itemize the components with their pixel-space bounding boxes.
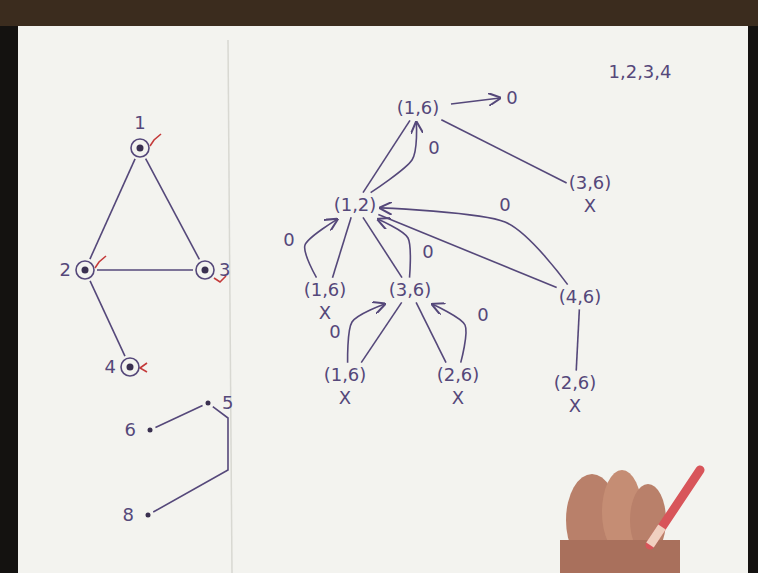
ring-center <box>206 401 211 406</box>
node-label: (1,6) <box>397 98 440 119</box>
node-label: 4 <box>105 357 116 378</box>
tree-node: (3,6)X <box>569 173 612 217</box>
connector-line <box>416 302 446 362</box>
ring-center <box>202 267 209 274</box>
wooden-top-edge <box>0 0 758 26</box>
tree-node: (2,6)X <box>437 365 480 409</box>
connector-line <box>146 159 200 260</box>
return-arrow <box>380 208 567 285</box>
connector-line <box>90 281 125 356</box>
ring-outline <box>131 139 149 157</box>
connector-line <box>97 269 193 271</box>
tree-node: (2,6)X <box>554 373 597 417</box>
return-arrow <box>378 219 410 277</box>
return-value: 0 <box>281 230 296 251</box>
ring-outline <box>196 261 214 279</box>
node-label: 2 <box>60 260 71 281</box>
return-value: 0 <box>327 322 342 343</box>
node-label: (3,6) <box>389 280 432 301</box>
node-label: (2,6) <box>554 373 597 394</box>
ring-center <box>137 145 144 152</box>
leader-arrow <box>451 98 500 104</box>
connector-line <box>363 217 402 277</box>
paper-fold <box>228 40 232 573</box>
vertex-ring <box>129 137 151 159</box>
graph-point: 5 <box>197 392 233 414</box>
ring-center <box>146 513 151 518</box>
node-label: (4,6) <box>559 287 602 308</box>
return-value: 0 <box>420 242 435 263</box>
hand-figure <box>560 470 700 573</box>
return-value: 0 <box>475 305 490 326</box>
node-label: (1,2) <box>334 195 377 216</box>
node-label: 6 <box>125 420 136 441</box>
vertex-ring <box>194 259 216 281</box>
paper-sheet <box>18 26 748 573</box>
tree-node: (1,6)X <box>304 280 347 324</box>
graph-vertex: 1 <box>129 113 151 159</box>
graph-vertex: 4 <box>105 356 141 378</box>
node-label: 8 <box>123 505 134 526</box>
pruned-mark: X <box>584 196 596 217</box>
connector-line <box>153 407 228 512</box>
node-label: 5 <box>222 393 233 414</box>
vertex-list: 1,2,3,4 <box>609 62 672 83</box>
vertex-ring <box>119 356 141 378</box>
pen-grip <box>650 527 662 545</box>
node-label: 3 <box>219 260 230 281</box>
graph-point: 8 <box>123 504 159 526</box>
graph-point: 6 <box>125 419 161 441</box>
ring-center <box>148 428 153 433</box>
connector-line <box>441 120 566 183</box>
node-label: (1,6) <box>324 365 367 386</box>
vertex-ring <box>74 259 96 281</box>
check-mark <box>150 134 161 146</box>
ring-outline <box>76 261 94 279</box>
vertex-dot <box>139 419 161 441</box>
node-label: 1 <box>134 113 145 134</box>
node-label: (2,6) <box>437 365 480 386</box>
return-arrow <box>305 219 337 277</box>
connector-line <box>378 215 556 288</box>
vertex-dot <box>197 392 219 414</box>
return-arrow <box>371 122 417 192</box>
graph-vertex: 2 <box>60 259 96 281</box>
pruned-mark: X <box>569 396 581 417</box>
return-arrow <box>348 304 385 363</box>
node-label: (3,6) <box>569 173 612 194</box>
pruned-mark: X <box>452 388 464 409</box>
pen <box>650 470 700 545</box>
check-mark <box>95 256 106 268</box>
connector-line <box>90 159 135 259</box>
result-value: 0 <box>506 88 517 109</box>
return-value: 0 <box>426 138 441 159</box>
tree-node: (4,6) <box>559 287 602 308</box>
check-mark <box>140 363 147 372</box>
tree-node: (1,6)X <box>324 365 367 409</box>
ring-center <box>127 364 134 371</box>
connector-line <box>576 309 579 370</box>
graph-vertex: 3 <box>194 259 230 281</box>
tree-node: (3,6) <box>389 280 432 301</box>
connector-line <box>332 217 351 277</box>
palm <box>560 540 680 573</box>
return-value: 0 <box>497 195 512 216</box>
ring-center <box>82 267 89 274</box>
pruned-mark: X <box>339 388 351 409</box>
tree-node: (1,6) <box>397 98 440 119</box>
node-label: (1,6) <box>304 280 347 301</box>
vertex-dot <box>137 504 159 526</box>
connector-line <box>155 406 202 428</box>
tree-node: (1,2) <box>334 195 377 216</box>
ring-outline <box>121 358 139 376</box>
return-arrow <box>433 304 466 362</box>
